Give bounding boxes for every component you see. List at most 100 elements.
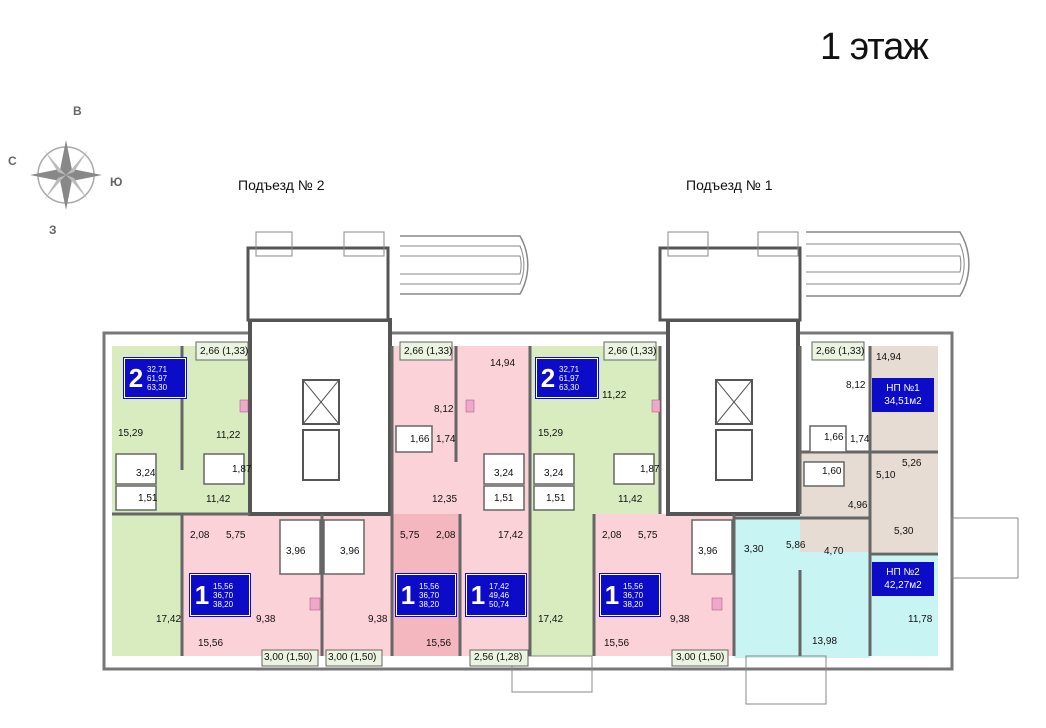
room-area-label: 11,78 xyxy=(908,614,933,625)
room-area-label: 5,10 xyxy=(876,470,896,481)
total-area-with-balcony: 63,30 xyxy=(559,382,580,392)
total-area: 61,97 xyxy=(147,373,168,383)
room-area-label: 5,75 xyxy=(638,530,658,541)
room-area-label: 1,74 xyxy=(850,434,870,445)
room-area-label: 13,98 xyxy=(812,636,838,647)
room-area-label: 1,51 xyxy=(546,493,566,504)
room-area-label: 2,66 (1,33) xyxy=(608,346,657,357)
room-area-label: 3,96 xyxy=(698,546,718,557)
room-area-label: 8,12 xyxy=(846,380,866,391)
room-area-label: 1,87 xyxy=(640,464,660,475)
compass-north-label: В xyxy=(73,104,82,118)
room-area-label: 3,24 xyxy=(494,468,514,479)
living-area: 32,71 xyxy=(147,364,168,374)
room-area-label: 15,56 xyxy=(604,638,630,649)
room-area-label: 2,66 (1,33) xyxy=(200,346,249,357)
room-area-label: 1,74 xyxy=(436,434,456,445)
total-area: 36,70 xyxy=(419,590,440,600)
entrance-2-label: Подъезд № 2 xyxy=(238,177,325,193)
room-area-label: 5,75 xyxy=(400,530,420,541)
total-area-with-balcony: 50,74 xyxy=(489,599,510,609)
room-area-label: 3,96 xyxy=(340,546,360,557)
room-area-label: 9,38 xyxy=(368,614,388,625)
total-area: 36,70 xyxy=(623,590,644,600)
total-area: 61,97 xyxy=(559,373,580,383)
apartment-rooms: 1 xyxy=(400,580,416,610)
commercial-premise-badge[interactable]: НП №2 42,27м2 xyxy=(872,562,934,596)
room-area-label: 11,42 xyxy=(206,494,231,505)
compass-south-label: З xyxy=(49,223,57,237)
room-area-label: 1,51 xyxy=(138,493,158,504)
room-area-label: 3,30 xyxy=(744,544,764,555)
room-area-label: 15,56 xyxy=(426,638,452,649)
entrance-1-label: Подъезд № 1 xyxy=(686,177,773,193)
living-area: 15,56 xyxy=(213,581,234,591)
room-area-label: 2,66 (1,33) xyxy=(816,346,865,357)
room-area-label: 1,51 xyxy=(494,493,514,504)
living-area: 32,71 xyxy=(559,364,580,374)
compass-rose-icon xyxy=(30,140,102,210)
room-area-label: 5,30 xyxy=(894,526,914,537)
total-area: 36,70 xyxy=(213,590,234,600)
room-area-label: 2,66 (1,33) xyxy=(404,346,453,357)
room-area-label: 5,75 xyxy=(226,530,246,541)
room-area-label: 2,08 xyxy=(436,530,456,541)
room-area-label: 17,42 xyxy=(156,614,182,625)
room-area-label: 11,22 xyxy=(216,430,241,441)
living-area: 15,56 xyxy=(623,581,644,591)
apartment-rooms: 1 xyxy=(470,580,486,610)
room-area-label: 4,70 xyxy=(824,546,844,557)
room-area-label: 2,08 xyxy=(602,530,622,541)
commercial-name: НП №2 xyxy=(886,567,920,578)
room-area-label: 2,08 xyxy=(190,530,210,541)
living-area: 15,56 xyxy=(419,581,440,591)
room-area-label: 14,94 xyxy=(490,358,516,369)
room-area-label: 1,66 xyxy=(410,434,430,445)
room-area-label: 15,56 xyxy=(198,638,224,649)
room-area-label: 14,94 xyxy=(876,352,902,363)
commercial-premise-badge[interactable]: НП №1 34,51м2 xyxy=(872,378,934,412)
room-area-label: 3,24 xyxy=(136,468,156,479)
room-area-label: 9,38 xyxy=(670,614,690,625)
room-area-label: 15,29 xyxy=(538,428,564,439)
room-area-label: 4,96 xyxy=(848,500,868,511)
apartment-rooms: 1 xyxy=(604,580,620,610)
room-area-label: 1,60 xyxy=(822,466,842,477)
room-area-label: 3,00 (1,50) xyxy=(676,652,725,663)
room-area-label: 3,96 xyxy=(286,546,306,557)
floor-title: 1 этаж xyxy=(820,26,929,68)
commercial-area: 34,51м2 xyxy=(884,396,922,407)
total-area: 49,46 xyxy=(489,590,510,600)
apartment-rooms: 1 xyxy=(194,580,210,610)
room-area-label: 17,42 xyxy=(498,530,524,541)
commercial-area: 42,27м2 xyxy=(884,580,922,591)
apartment-rooms: 2 xyxy=(128,363,144,393)
room-area-label: 5,26 xyxy=(902,458,922,469)
room-area-label: 8,12 xyxy=(434,404,454,415)
living-area: 17,42 xyxy=(489,581,510,591)
room-area-label: 1,87 xyxy=(232,464,252,475)
room-area-label: 15,29 xyxy=(118,428,144,439)
room-area-label: 17,42 xyxy=(538,614,564,625)
room-area-label: 12,35 xyxy=(432,494,458,505)
room-area-label: 5,86 xyxy=(786,540,806,551)
room-area-label: 2,56 (1,28) xyxy=(474,652,523,663)
compass-east-label: Ю xyxy=(110,175,123,189)
room-area-label: 3,00 (1,50) xyxy=(328,652,377,663)
total-area-with-balcony: 63,30 xyxy=(147,382,168,392)
room-area-label: 9,38 xyxy=(256,614,276,625)
room-area-label: 11,22 xyxy=(602,390,627,401)
room-area-label: 3,24 xyxy=(544,468,564,479)
room-area-label: 1,66 xyxy=(824,432,844,443)
room-area-label: 11,42 xyxy=(618,494,643,505)
room-area-label: 3,00 (1,50) xyxy=(264,652,313,663)
total-area-with-balcony: 38,20 xyxy=(419,599,440,609)
commercial-name: НП №1 xyxy=(886,383,920,394)
total-area-with-balcony: 38,20 xyxy=(213,599,234,609)
